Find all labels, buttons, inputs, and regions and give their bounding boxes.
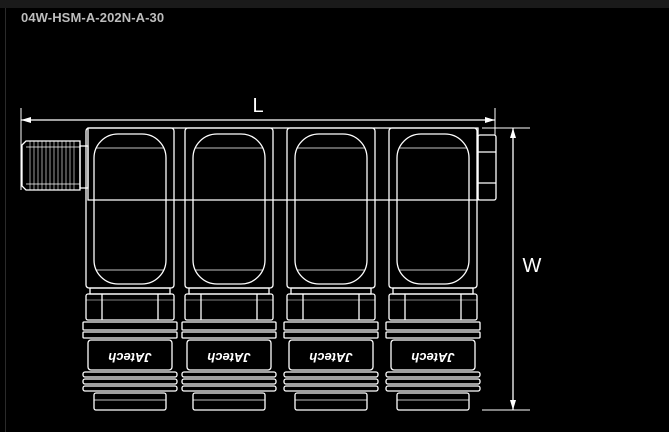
drawing-frame xyxy=(5,8,669,432)
model-number-title: 04W-HSM-A-202N-A-30 xyxy=(21,10,165,25)
coupler-unit: JAtech xyxy=(283,127,379,411)
coupler-brand-label: JAtech xyxy=(309,350,352,365)
coupler-brand-label: JAtech xyxy=(108,350,151,365)
length-label: L xyxy=(252,95,263,117)
manifold-body xyxy=(87,127,479,201)
top-bar xyxy=(0,0,669,8)
hex-end-plug xyxy=(477,134,497,201)
width-dimension: W xyxy=(482,127,542,411)
coupler-unit: JAtech xyxy=(82,127,178,411)
threaded-inlet xyxy=(21,140,89,191)
width-label: W xyxy=(523,255,542,277)
coupler-units: JAtech JAtech JAtech JAtech xyxy=(82,127,481,411)
length-dimension: L xyxy=(20,95,496,190)
coupler-unit: JAtech xyxy=(385,127,481,411)
coupler-brand-label: JAtech xyxy=(207,350,250,365)
coupler-brand-label: JAtech xyxy=(411,350,454,365)
coupler-unit: JAtech xyxy=(181,127,277,411)
